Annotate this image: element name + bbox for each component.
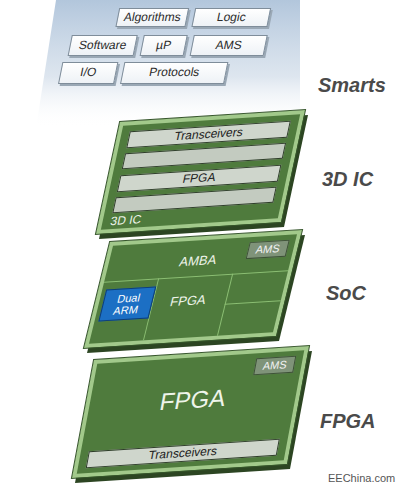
divider-line [225, 300, 281, 305]
function-tile: I/O [58, 62, 118, 84]
box-text: Transceivers [147, 445, 218, 463]
function-tile: Software [68, 35, 138, 56]
chip-label: 3D IC [109, 210, 192, 228]
chip-text: AMBA [178, 252, 219, 269]
smarts-wash [36, 0, 300, 128]
layer-heading: SoC [326, 282, 366, 305]
box-text: Algorithms [123, 11, 182, 24]
box-text: FPGA [181, 171, 216, 186]
bus-label: AMBA [158, 252, 238, 271]
function-tile: Algorithms [115, 8, 189, 27]
layer-heading: 3D IC [322, 168, 373, 191]
box-text: Software [78, 39, 128, 52]
fabric-label: FPGA [148, 292, 228, 311]
ams-block: AMS [246, 240, 290, 260]
box-text: Logic [216, 11, 247, 24]
box-text: AMS [214, 39, 243, 52]
function-tile: µP [140, 35, 188, 56]
processor-block: Dual ARM [98, 286, 156, 321]
ams-block: AMS [253, 356, 296, 376]
chip-text: 3D IC [109, 212, 143, 228]
chip-face: FPGA AMS Transceivers [72, 346, 309, 478]
function-tile: Protocols [120, 62, 228, 84]
layer-heading: Smarts [318, 74, 386, 97]
box-text: Dual ARM [100, 290, 154, 317]
divider-line [104, 270, 288, 283]
box-text: AMS [262, 359, 288, 373]
layer-heading: FPGA [320, 410, 376, 433]
transceiver-bank: Transceivers [86, 439, 280, 468]
chip-face: 3D IC TransceiversFPGA [96, 110, 305, 234]
box-text: µP [155, 39, 173, 52]
function-tile: AMS [190, 35, 268, 56]
box-text: I/O [79, 66, 98, 79]
chip-text: FPGA [169, 292, 208, 309]
chip-face: AMBA FPGA AMS Dual ARM [84, 230, 302, 348]
fabric-label: FPGA [127, 383, 259, 418]
box-text: AMS [254, 243, 281, 257]
smarts-plane: Algorithms LogicSoftware µP AMS I/O Protocols [42, 4, 272, 104]
function-tile: Logic [191, 8, 271, 27]
watermark: EEChina.com [328, 472, 395, 484]
box-text: Protocols [148, 66, 201, 79]
box-text: Transceivers [173, 126, 244, 144]
chip-text: FPGA [158, 384, 228, 415]
